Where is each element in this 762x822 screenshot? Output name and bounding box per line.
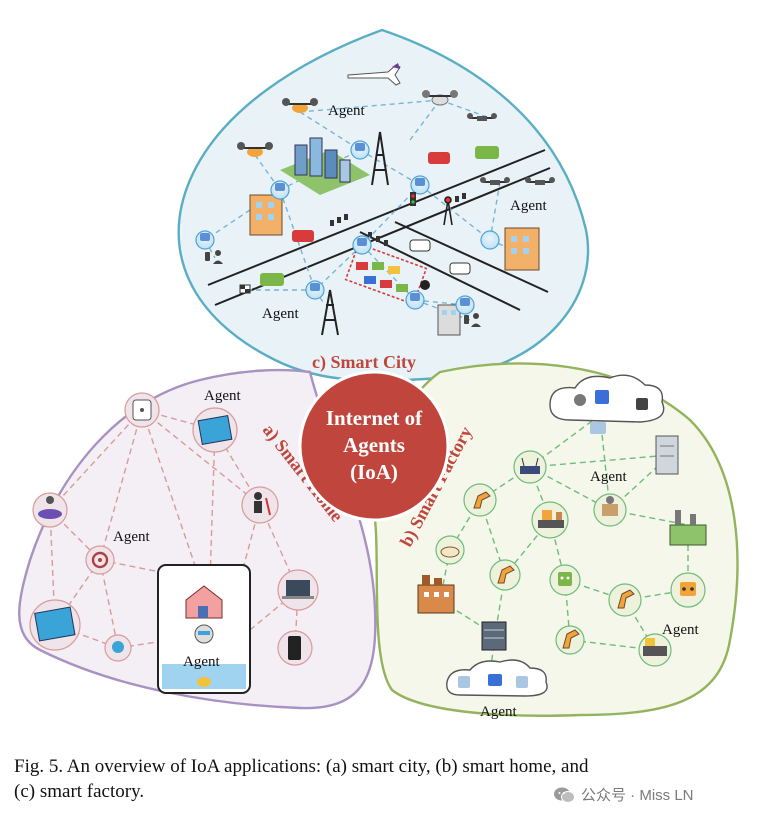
ioa-title-line1: Internet of xyxy=(326,406,423,430)
robot-vacuum-icon xyxy=(38,496,62,519)
home-agent-label: Agent xyxy=(183,654,220,670)
city-skyline-icon xyxy=(280,137,370,195)
watermark-text: 公众号 · Miss LN xyxy=(581,787,694,804)
tablet-icon xyxy=(34,606,76,642)
person-phone-icon xyxy=(205,250,481,327)
checkered-flag-icon xyxy=(239,284,251,294)
server-tower-icon xyxy=(655,435,679,475)
car-icon xyxy=(475,146,499,159)
robot-arm-icon xyxy=(473,491,635,649)
drone-icon xyxy=(480,177,510,185)
traffic-light-icon xyxy=(410,192,416,206)
drone-icon xyxy=(422,90,458,106)
radio-tower-icon xyxy=(371,131,389,186)
drone-icon xyxy=(467,113,497,121)
smart-speaker-icon xyxy=(91,551,109,569)
watermark: 公众号 · Miss LN xyxy=(553,784,694,805)
smart-plug-icon xyxy=(132,399,152,421)
cell-tower-icon xyxy=(443,196,453,226)
laptop-icon xyxy=(282,580,314,599)
wifi-router-icon xyxy=(520,457,540,474)
factory-agent-label: Agent xyxy=(480,704,517,720)
smart-home-phone xyxy=(157,564,251,694)
drone-icon xyxy=(282,98,318,113)
home-agent-label: Agent xyxy=(204,388,241,404)
ioa-title-line3: (IoA) xyxy=(350,460,398,484)
ioa-center-circle xyxy=(298,370,450,522)
server-rack-icon xyxy=(481,621,507,651)
city-agent-label: Agent xyxy=(262,306,299,322)
robot-icon xyxy=(200,143,470,306)
livestock-icon xyxy=(440,546,460,558)
assembly-robot-icon xyxy=(602,496,618,516)
office-building-icon xyxy=(504,227,540,271)
city-crosswalks xyxy=(330,193,466,246)
agent-cloud-icon xyxy=(549,374,665,434)
figure-caption-line1: Fig. 5. An overview of IoA applications:… xyxy=(14,756,589,777)
figure-caption: Fig. 5. An overview of IoA applications:… xyxy=(14,754,744,804)
smart-city-label: c) Smart City xyxy=(312,352,416,373)
robot-icon xyxy=(558,572,572,586)
smart-home-region xyxy=(18,368,377,710)
car-icon xyxy=(409,239,431,252)
city-agent-label: Agent xyxy=(510,198,547,214)
radio-tower-icon xyxy=(321,289,339,336)
conveyor-icon xyxy=(538,510,564,528)
factory-building-icon xyxy=(669,510,707,546)
factory-truck-icon xyxy=(643,638,667,656)
car-icon xyxy=(292,230,314,242)
factory-agent-label: Agent xyxy=(590,469,627,485)
person-cleaning-icon xyxy=(254,492,271,516)
drone-icon xyxy=(237,142,273,157)
ioa-title-line2: Agents xyxy=(343,433,405,457)
car-icon xyxy=(428,152,450,164)
car-icon xyxy=(449,262,471,275)
factory-agent-label: Agent xyxy=(662,622,699,638)
home-agent-label: Agent xyxy=(113,529,150,545)
car-icon xyxy=(260,273,284,286)
airplane-icon xyxy=(347,63,401,86)
tablet-icon xyxy=(197,414,233,446)
agent-cloud-icon xyxy=(446,659,548,697)
figure-caption-line2: (c) smart factory. xyxy=(14,781,145,802)
drone-icon xyxy=(525,177,555,185)
robot-icon xyxy=(680,582,696,596)
smartphone-icon xyxy=(288,636,301,660)
wechat-icon xyxy=(554,787,575,803)
smart-bulb-icon xyxy=(112,641,124,653)
city-agent-label: Agent xyxy=(328,103,365,119)
parking-lot-icon xyxy=(344,242,430,306)
factory-building-icon xyxy=(417,575,455,614)
office-building-icon xyxy=(249,194,283,236)
office-building-icon xyxy=(437,304,461,336)
